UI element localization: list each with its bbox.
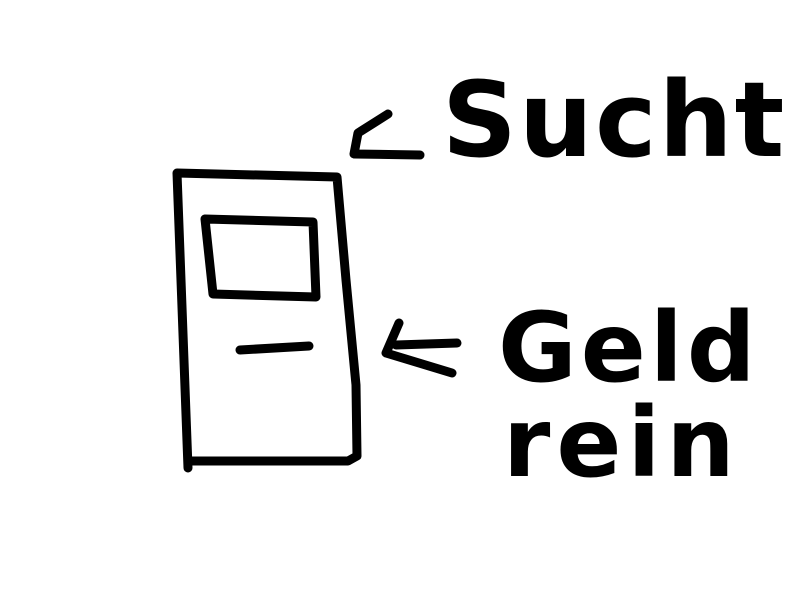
- left-arrow-icon: [381, 318, 462, 378]
- left-arrow-icon: [349, 109, 425, 160]
- slot-machine-icon: [172, 168, 362, 473]
- label-rein: rein: [503, 387, 741, 499]
- label-sucht: Sucht: [442, 59, 787, 181]
- screen-icon: [200, 214, 321, 302]
- coin-slot-icon: [235, 341, 314, 355]
- label-geld: Geld: [498, 292, 760, 404]
